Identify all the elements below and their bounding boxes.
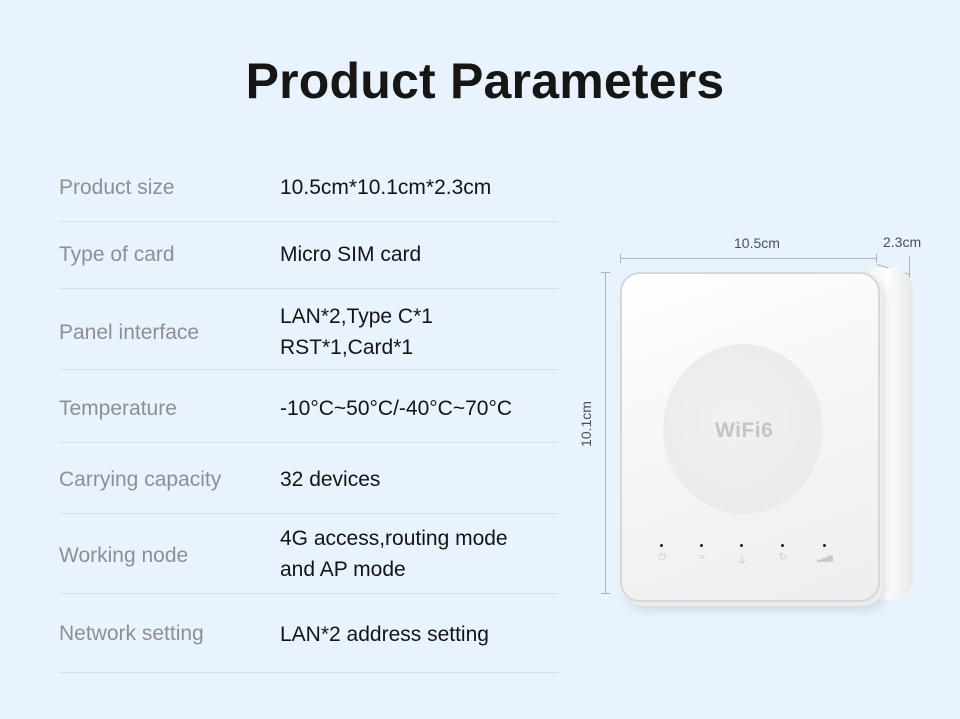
dimension-tick: [601, 272, 610, 273]
row-divider: [59, 593, 559, 594]
lan-led: ⏚: [732, 544, 752, 570]
router-front-panel: WiFi6 ⏻ ≈ ⏚ ↻ ▂▄▆: [620, 272, 880, 602]
depth-dimension-label: 2.3cm: [883, 234, 922, 250]
spec-value: RST*1,Card*1: [280, 336, 414, 359]
lan-icon: ⏚: [737, 556, 747, 567]
spec-label: Product size: [59, 176, 175, 199]
row-divider: [59, 369, 559, 370]
row-divider: [59, 513, 559, 514]
dimension-tick: [909, 256, 910, 278]
height-dimension-line: [605, 272, 606, 594]
led-dot: [660, 544, 663, 547]
spec-value: 10.5cm*10.1cm*2.3cm: [280, 176, 492, 199]
row-divider: [59, 221, 559, 222]
wifi6-logo: WiFi6: [715, 419, 774, 442]
wifi-badge-circle: WiFi6: [663, 344, 823, 514]
led-dot: [740, 544, 743, 547]
spec-label: Working node: [59, 544, 189, 567]
width-dimension-label: 10.5cm: [734, 235, 780, 251]
power-icon: ⏻: [658, 552, 666, 563]
row-divider: [59, 288, 559, 289]
led-dot: [823, 544, 826, 547]
spec-label: Carrying capacity: [59, 468, 222, 491]
led-dot: [781, 544, 784, 547]
row-divider: [59, 672, 559, 673]
dimension-tick: [876, 254, 877, 263]
height-dimension-label: 10.1cm: [577, 401, 594, 447]
refresh-icon: ↻: [778, 552, 788, 563]
status-led: ↻: [773, 544, 793, 570]
power-led: ⏻: [652, 544, 672, 570]
width-dimension-line: [620, 258, 877, 259]
spec-label: Network setting: [59, 622, 204, 645]
spec-label: Type of card: [59, 243, 175, 266]
led-dot: [700, 544, 703, 547]
spec-label: Temperature: [59, 397, 177, 420]
spec-value: -10°C~50°C/-40°C~70°C: [280, 397, 513, 420]
wifi-icon: ≈: [699, 552, 705, 563]
led-indicators: ⏻ ≈ ⏚ ↻ ▂▄▆: [652, 544, 842, 574]
signal-icon: ▂▄▆: [817, 555, 833, 562]
spec-value: LAN*2,Type C*1: [280, 305, 433, 328]
spec-value: and AP mode: [280, 558, 406, 581]
dimension-tick: [601, 593, 610, 594]
spec-value: 32 devices: [280, 468, 381, 491]
dimension-tick: [620, 254, 621, 263]
row-divider: [59, 442, 559, 443]
router-illustration: 10.5cm 2.3cm 10.1cm WiFi6 ⏻ ≈ ⏚: [577, 220, 950, 620]
page-title: Product Parameters: [245, 53, 725, 109]
signal-led: ▂▄▆: [815, 544, 835, 570]
spec-value: Micro SIM card: [280, 243, 422, 266]
spec-label: Panel interface: [59, 321, 200, 344]
spec-value: 4G access,routing mode: [280, 527, 508, 550]
spec-value: LAN*2 address setting: [280, 623, 489, 646]
wifi-led: ≈: [692, 544, 712, 570]
